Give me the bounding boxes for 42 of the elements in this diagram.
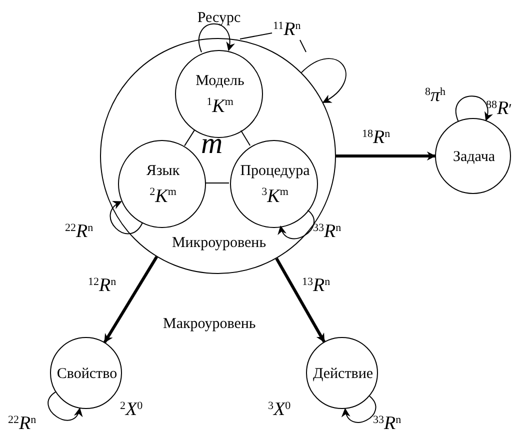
edge-label: $^{11}$R$^{n}$ — [273, 20, 301, 39]
node-label: Свойство — [56, 366, 118, 382]
self-loop-arrow — [278, 210, 314, 240]
node-heading: Ресурс — [197, 10, 241, 26]
node-label: Действие — [312, 366, 374, 382]
node-label: Процедура — [240, 162, 310, 180]
state-circle — [50, 337, 122, 409]
node-label: Задача — [452, 148, 496, 166]
formula-label: $^{2}$K$^{m}$ — [150, 186, 176, 208]
edge-label: $^{22}$R$^{n}$ — [65, 222, 94, 241]
self-loop-arrow — [456, 96, 492, 122]
state-circle — [175, 50, 263, 138]
edge-label: $^{13}$R$^{n}$ — [302, 276, 330, 295]
self-loop-arrow — [48, 392, 82, 421]
formula-label: $^{8}$π$^{h}$ — [425, 86, 446, 105]
edge-label: $^{33}$R$^{n}$ — [373, 414, 402, 433]
formula-label: $^{2}$X$^{0}$ — [120, 400, 143, 419]
formula-label: $^{1}$K$^{m}$ — [206, 96, 234, 118]
self-loop-arrow — [342, 396, 376, 423]
state-circle — [435, 118, 511, 194]
edge-label: $^{12}$R$^{n}$ — [88, 276, 116, 295]
self-loop-arrow — [300, 58, 346, 103]
self-loop-arrow — [110, 201, 143, 234]
node-label: Язык — [146, 162, 180, 180]
edge-label: $^{22}$R$^{n}$ — [8, 414, 36, 433]
arrow — [275, 258, 326, 343]
formula-label: $^{3}$K$^{m}$ — [262, 186, 288, 208]
edge-label: $^{88}$R′ — [486, 99, 512, 118]
arrow — [336, 152, 436, 160]
variable-label: m — [201, 129, 223, 159]
self-loop-arrow — [198, 23, 234, 53]
arrow — [103, 256, 158, 344]
formula-label: $^{3}$X$^{0}$ — [268, 400, 291, 419]
edge-label: $^{18}$R$^{n}$ — [362, 128, 390, 147]
state-circle — [306, 337, 378, 409]
connector-line — [240, 130, 251, 146]
level-label: Макроуровень — [163, 317, 256, 332]
connector-line — [204, 182, 230, 184]
node-label: Модель — [196, 72, 244, 90]
node-label: Микроуровень — [172, 234, 266, 252]
connector-line — [184, 130, 195, 146]
edge-label: $^{33}$R$^{n}$ — [313, 222, 342, 241]
